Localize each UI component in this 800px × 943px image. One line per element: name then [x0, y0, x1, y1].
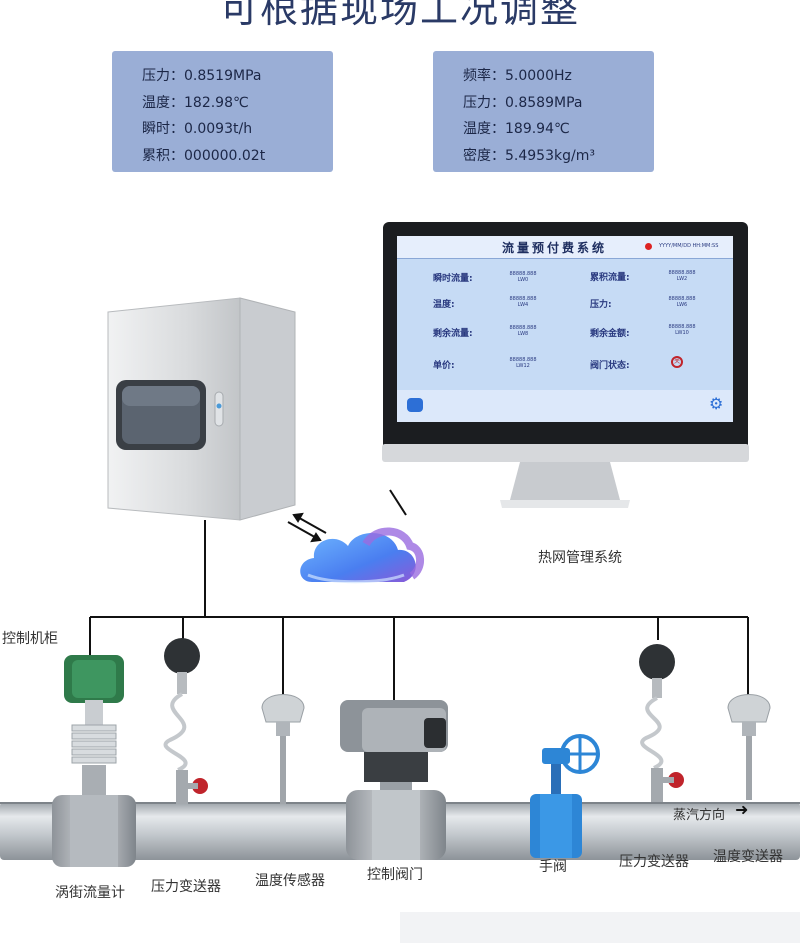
readout-row: 压力：0.8519MPa	[142, 68, 262, 84]
field-unit: LW8	[517, 331, 529, 337]
readout-row: 频率：5.0000Hz	[463, 68, 572, 84]
readout-row: 密度：5.4953kg/m³	[463, 147, 595, 164]
vortex-flowmeter-icon	[52, 655, 136, 867]
pressure-transmitter-icon	[163, 638, 208, 804]
control-valve-icon	[340, 700, 448, 860]
temperature-sensor-label: 温度传感器	[255, 873, 325, 889]
steam-direction-label: 蒸汽方向	[673, 808, 726, 823]
field-label: 阀门状态:	[590, 361, 630, 371]
page-title: 可根据现场工况调整	[219, 0, 580, 31]
field-unit: LW2	[676, 276, 688, 282]
temperature-sensor-icon	[261, 694, 305, 804]
readout-panel-right: 频率：5.0000Hz 压力：0.8589MPa 温度：189.94℃ 密度：5…	[433, 51, 654, 172]
data-link-arrows	[287, 512, 327, 543]
signal-wires	[89, 489, 749, 700]
cloud-icon	[300, 527, 424, 584]
field-label: 累积流量:	[590, 273, 630, 283]
pressure-transmitter-icon	[639, 644, 684, 802]
readout-row: 瞬时：0.0093t/h	[142, 121, 253, 137]
pressure-transmitter-label: 压力变送器	[619, 854, 689, 870]
readout-row: 温度：189.94℃	[463, 121, 570, 137]
field-value: 88888.888	[509, 357, 537, 363]
field-label: 温度:	[433, 300, 455, 310]
manual-valve-icon	[530, 734, 600, 858]
monitor-screen: 流量预付费系统 YYYY/MM/DD HH:MM:SS 瞬时流量: 88888.…	[397, 236, 733, 422]
menu-icon[interactable]	[407, 398, 423, 412]
field-unit: LW4	[517, 302, 529, 308]
valve-status-icon: 关	[671, 356, 683, 368]
field-unit: LW12	[516, 363, 530, 369]
field-unit: LW10	[675, 330, 689, 336]
field-value: 88888.888	[509, 296, 537, 302]
screen-footer	[397, 390, 733, 422]
temperature-transmitter-icon	[727, 694, 771, 800]
readout-panel-left: 压力：0.8519MPa 温度：182.98℃ 瞬时：0.0093t/h 累积：…	[112, 51, 333, 172]
readout-row: 压力：0.8589MPa	[463, 94, 583, 111]
vortex-meter-label: 涡街流量计	[55, 885, 125, 901]
status-dot-icon	[645, 243, 652, 250]
manual-valve-label: 手阀	[539, 859, 567, 875]
screen-header: 流量预付费系统 YYYY/MM/DD HH:MM:SS	[397, 236, 733, 259]
field-value: 88888.888	[509, 271, 537, 277]
field-label: 剩余金额:	[590, 329, 630, 339]
screen-datetime: YYYY/MM/DD HH:MM:SS	[659, 243, 719, 249]
cabinet-label: 控制机柜	[2, 631, 58, 647]
control-cabinet-icon	[107, 297, 296, 521]
field-label: 剩余流量:	[433, 329, 473, 339]
field-value: 88888.888	[668, 296, 696, 302]
field-value: 88888.888	[668, 324, 696, 330]
readout-row: 累积：000000.02t	[142, 147, 266, 164]
control-valve-label: 控制阀门	[367, 867, 423, 883]
screen-title: 流量预付费系统	[502, 241, 608, 255]
field-label: 瞬时流量:	[433, 274, 473, 284]
bottom-band	[400, 912, 800, 943]
field-unit: LW0	[517, 277, 529, 283]
field-value: 88888.888	[509, 325, 537, 331]
flow-arrow-icon: ➜	[735, 800, 749, 819]
field-unit: LW6	[676, 302, 688, 308]
pressure-transmitter-label: 压力变送器	[151, 879, 221, 895]
field-label: 压力:	[590, 300, 612, 310]
field-value: 88888.888	[668, 270, 696, 276]
field-label: 单价:	[433, 361, 455, 371]
settings-gear-icon[interactable]: ⚙	[709, 394, 724, 413]
readout-row: 温度：182.98℃	[142, 94, 249, 111]
heat-network-label: 热网管理系统	[538, 550, 622, 566]
temperature-transmitter-label: 温度变送器	[713, 849, 783, 865]
